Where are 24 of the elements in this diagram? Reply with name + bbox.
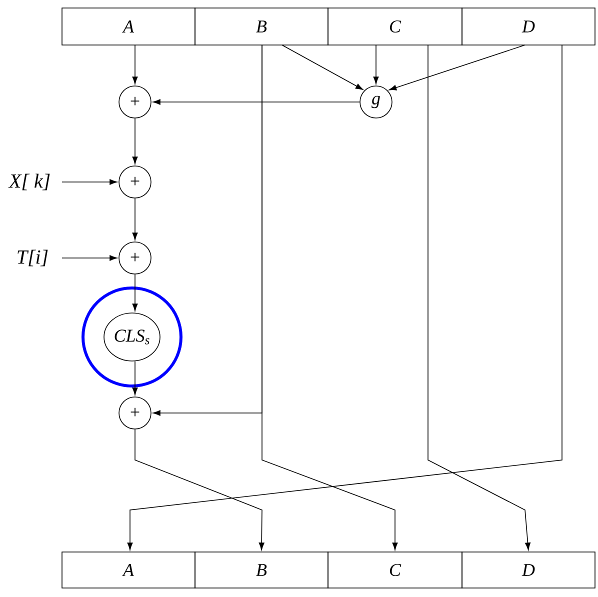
register-cell: D	[462, 8, 596, 46]
arrow	[152, 99, 360, 105]
register-cell: D	[462, 552, 596, 588]
arrow	[132, 361, 138, 396]
arrow	[132, 198, 138, 240]
arrow	[428, 44, 531, 550]
arrow	[62, 255, 118, 261]
arrow	[132, 44, 138, 84]
arrow	[262, 44, 398, 550]
register-cell: B	[194, 8, 328, 46]
arrow	[373, 44, 379, 84]
arrow	[134, 429, 264, 550]
arrow	[62, 179, 118, 185]
input-label: T[i]	[18, 250, 48, 266]
register-cell: A	[62, 552, 196, 588]
arrow	[127, 44, 562, 550]
register-cell: C	[328, 8, 462, 46]
input-label: X[ k]	[8, 174, 50, 190]
register-cell: C	[328, 552, 462, 588]
register-cell: A	[62, 8, 196, 46]
register-cell: B	[194, 552, 328, 588]
arrow	[282, 44, 364, 90]
arrow	[388, 44, 526, 90]
arrow	[132, 118, 138, 164]
